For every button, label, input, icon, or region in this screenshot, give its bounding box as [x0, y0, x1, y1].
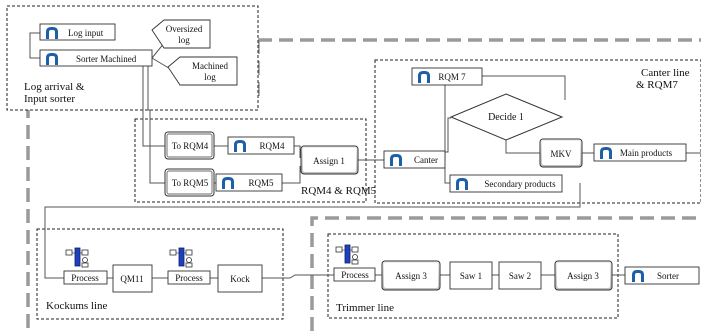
node-to-rqm4[interactable]: To RQM4 — [164, 131, 215, 160]
svg-text:Kock: Kock — [230, 274, 250, 284]
node-mkv[interactable]: MKV — [539, 138, 583, 168]
svg-text:RQM 7: RQM 7 — [438, 72, 466, 82]
node-sorter-machined[interactable]: Sorter Machined — [39, 49, 153, 67]
node-machined-log[interactable]: Machined log — [167, 56, 238, 86]
connector-decide-mkv — [505, 140, 540, 154]
connector-sorter-torqm4 — [142, 64, 165, 147]
connector-sorter-torqm5 — [147, 64, 165, 184]
node-rqm7[interactable]: RQM 7 — [411, 67, 483, 86]
connector-secondary-kockums — [44, 183, 581, 279]
svg-text:Canter: Canter — [414, 155, 438, 165]
connector-canter-secondary — [444, 168, 450, 184]
svg-text:RQM4: RQM4 — [259, 141, 285, 151]
label-trimmer: Trimmer line — [336, 302, 394, 314]
node-assign3-b[interactable]: Assign 3 — [554, 260, 613, 291]
label-log-arrival: Log arrival & — [24, 81, 85, 93]
connector-canter-decide — [445, 117, 451, 153]
connector-rqm4-assign1 — [294, 145, 301, 158]
node-assign3-a[interactable]: Assign 3 — [381, 260, 441, 291]
svg-text:RQM5: RQM5 — [248, 178, 274, 188]
svg-text:log: log — [178, 35, 190, 45]
connector-rqm5-assign1 — [282, 166, 301, 184]
node-log-input[interactable]: Log input — [39, 23, 116, 41]
node-secondary-products[interactable]: Secondary products — [449, 174, 563, 193]
node-rqm5[interactable]: RQM5 — [215, 173, 283, 192]
connector-rqm7-decide — [482, 75, 566, 100]
svg-text:Process: Process — [71, 273, 99, 283]
connector-kock-trimmer — [262, 274, 334, 279]
connector-loginput-sorter — [29, 32, 40, 59]
svg-text:Secondary products: Secondary products — [484, 179, 556, 189]
node-process-2[interactable]: Process — [167, 247, 211, 285]
svg-text:Assign 3: Assign 3 — [395, 271, 427, 281]
node-decide1[interactable]: Decide 1 — [449, 93, 564, 141]
svg-text:Process: Process — [175, 273, 203, 283]
svg-text:Machined: Machined — [192, 61, 228, 71]
label-kockums: Kockums line — [46, 300, 108, 312]
node-process-1[interactable]: Process — [63, 247, 108, 285]
node-process-3[interactable]: Process — [333, 244, 376, 282]
svg-text:Oversized: Oversized — [166, 24, 203, 34]
node-oversized-log[interactable]: Oversized log — [151, 19, 211, 49]
svg-text:Assign 3: Assign 3 — [567, 271, 599, 281]
svg-text:To RQM4: To RQM4 — [172, 141, 209, 151]
group-kockums — [36, 228, 284, 320]
svg-text:Sorter Machined: Sorter Machined — [76, 54, 137, 64]
label-canter-line: Canter line — [641, 67, 690, 79]
node-qm11[interactable]: QM11 — [112, 264, 153, 293]
node-canter[interactable]: Canter — [383, 150, 446, 169]
node-rqm4[interactable]: RQM4 — [227, 136, 295, 155]
node-saw1[interactable]: Saw 1 — [449, 261, 493, 290]
node-main-products[interactable]: Main products — [593, 143, 687, 162]
connector-canter-rqm7 — [412, 75, 446, 160]
node-sorter[interactable]: Sorter — [624, 266, 700, 285]
svg-text:Sorter: Sorter — [657, 271, 679, 281]
label-input-sorter: Input sorter — [24, 93, 75, 105]
svg-text:MKV: MKV — [550, 149, 572, 159]
svg-text:Saw 2: Saw 2 — [509, 271, 531, 281]
group-trimmer — [327, 233, 619, 319]
label-rqm-group: RQM4 & RQM5 — [301, 185, 377, 197]
node-saw2[interactable]: Saw 2 — [498, 261, 542, 290]
svg-text:Process: Process — [341, 270, 369, 280]
svg-text:Main products: Main products — [620, 148, 673, 158]
svg-text:Assign 1: Assign 1 — [313, 156, 345, 166]
svg-text:To RQM5: To RQM5 — [172, 178, 209, 188]
svg-text:Decide 1: Decide 1 — [488, 112, 524, 123]
svg-text:Log input: Log input — [68, 28, 104, 38]
svg-text:QM11: QM11 — [120, 274, 143, 284]
lower-dashed-region — [310, 216, 701, 331]
svg-text:log: log — [204, 72, 216, 82]
node-assign1[interactable]: Assign 1 — [300, 145, 359, 175]
node-kock[interactable]: Kock — [217, 264, 263, 293]
svg-text:Saw 1: Saw 1 — [460, 271, 482, 281]
group-canter-line — [374, 59, 701, 204]
label-canter-rqm7: & RQM7 — [636, 79, 678, 91]
node-to-rqm5[interactable]: To RQM5 — [164, 168, 215, 197]
